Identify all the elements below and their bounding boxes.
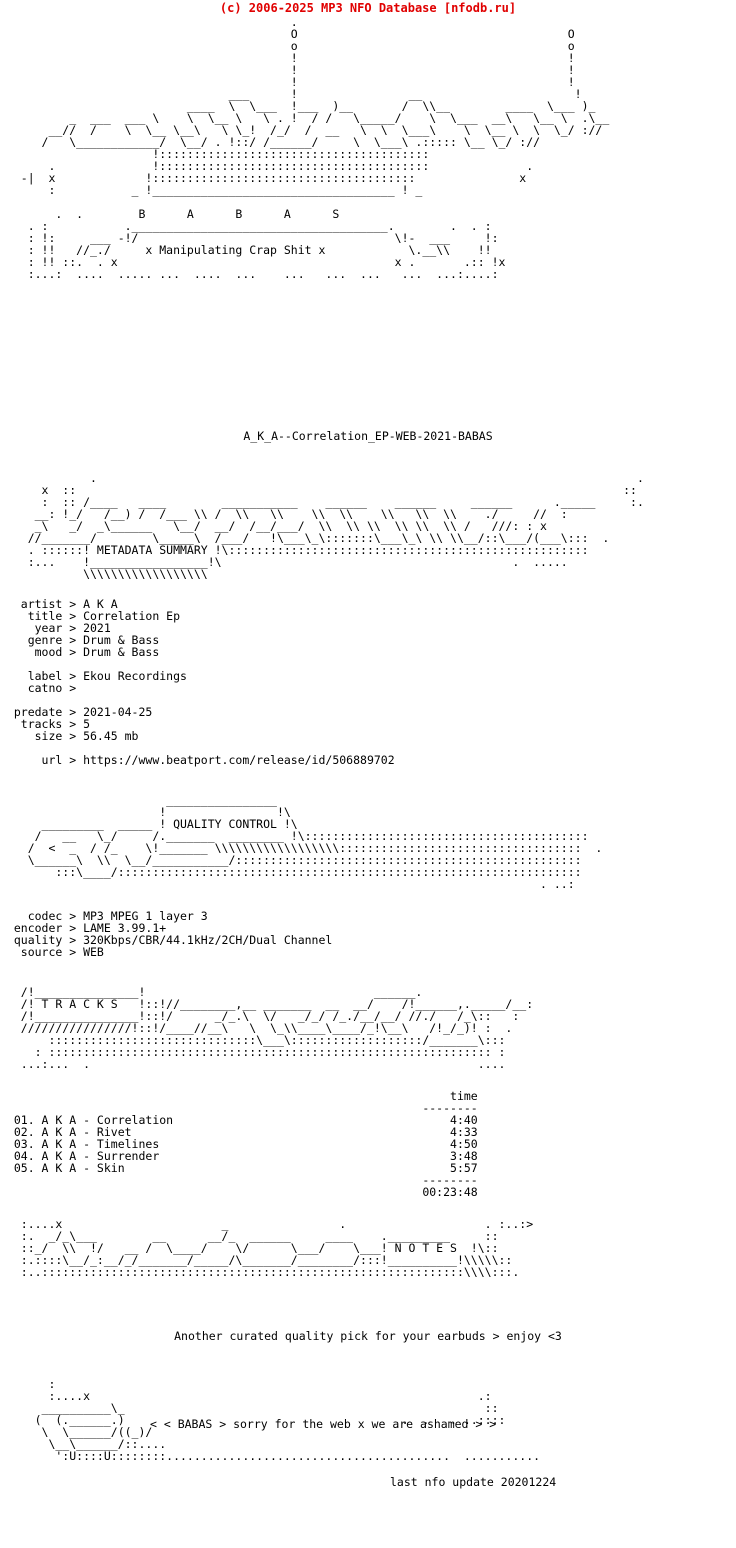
last-nfo-update: last nfo update 20201224 [390,1475,557,1489]
footer-art-glyphs: : :....x .: __________\_ :: ( (.______.) [34,1377,541,1463]
track-listing: time -------- 01. A K A - Correlation 4:… [13,1089,478,1199]
metadata-fields: artist > A K A title > Correlation Ep ye… [13,597,395,767]
quality-fields: codec > MP3 MPEG 1 layer 3 encoder > LAM… [13,909,333,959]
footer-greeting: < < BABAS > sorry for the web x we are a… [150,1417,497,1431]
copyright-header: (c) 2006-2025 MP3 NFO Database [nfodb.ru… [219,1,517,15]
notes-text: Another curated quality pick for your ea… [174,1329,562,1343]
notes-banner-ascii: :....x _ . . :..:> :. _/_\___ __ __/_ __… [20,1217,534,1279]
metadata-banner-ascii: . . x :: :: : :: /____ ____ [27,471,644,581]
group-logo-ascii-art: . O O o o [20,15,610,281]
tracks-banner-ascii: /!_______________! ______. /! T R A C K … [20,985,534,1071]
quality-banner-ascii: ________________ ! !\ _________ _____ ! … [27,793,603,891]
footer-ascii-art: : :....x .: __________\_ :: ( (.______.) [0,1378,540,1462]
release-dirname: A_K_A--Correlation_EP-WEB-2021-BABAS [243,429,493,443]
